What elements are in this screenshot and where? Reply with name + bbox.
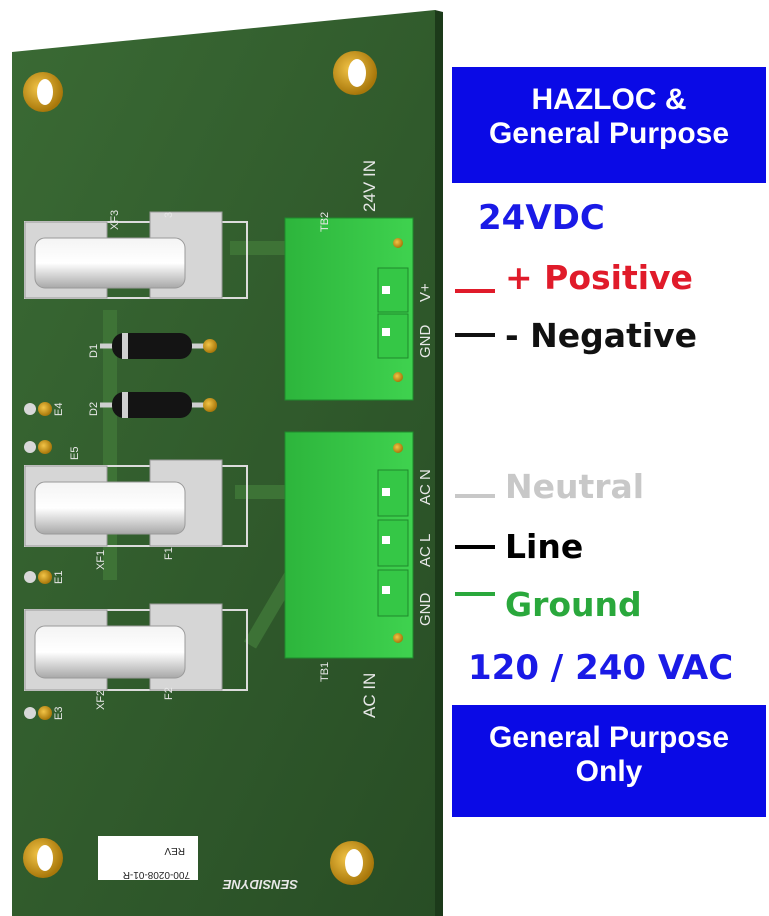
line-label: Line bbox=[505, 527, 584, 566]
silk-xf1: XF1 bbox=[95, 550, 107, 570]
test-point-e5 bbox=[24, 440, 52, 454]
test-point-e3 bbox=[24, 706, 52, 720]
silk-tb2: TB2 bbox=[319, 212, 331, 232]
terminal-block-tb2 bbox=[284, 217, 414, 401]
negative-label: - Negative bbox=[505, 316, 698, 355]
silk-e5: E5 bbox=[69, 447, 81, 460]
part-number-label bbox=[98, 836, 198, 880]
mounting-hole bbox=[23, 72, 63, 112]
silk-ac-in: AC IN bbox=[360, 673, 379, 718]
hazloc-box-line1: HAZLOC & bbox=[531, 83, 687, 116]
general-purpose-box-line1: General Purpose bbox=[488, 721, 730, 754]
silk-e4: E4 bbox=[53, 403, 65, 416]
neutral-wire-swatch bbox=[455, 493, 495, 498]
pcb-edge bbox=[435, 10, 443, 916]
silk-d1: D1 bbox=[88, 344, 100, 358]
terminal-block-tb1 bbox=[284, 431, 414, 659]
legend-neutral: Neutral bbox=[455, 467, 644, 506]
diode-d1 bbox=[100, 333, 217, 359]
label-rev: REV bbox=[164, 845, 185, 856]
positive-label: + Positive bbox=[505, 258, 693, 297]
fuse-holder-xf1 bbox=[24, 459, 248, 547]
silk-ac-l: AC L bbox=[417, 534, 434, 567]
legend-line: Line bbox=[455, 527, 583, 566]
ground-label: Ground bbox=[505, 585, 642, 624]
dc-section-title: 24VDC bbox=[478, 198, 605, 238]
silk-f2: F2 bbox=[163, 687, 175, 700]
silk-tb1: TB1 bbox=[319, 662, 331, 682]
silk-brand: SENSIDYNE bbox=[223, 877, 298, 892]
positive-wire-swatch bbox=[455, 288, 495, 293]
silk-f1: F1 bbox=[163, 547, 175, 560]
silk-gnd-dc: GND bbox=[417, 325, 434, 359]
negative-wire-swatch bbox=[455, 332, 495, 337]
silk-ac-n: AC N bbox=[417, 469, 434, 505]
mounting-hole bbox=[330, 841, 374, 885]
mounting-hole bbox=[23, 838, 63, 878]
test-point-e4 bbox=[24, 402, 52, 416]
general-purpose-box: General Purpose Only bbox=[452, 705, 766, 817]
silk-d2: D2 bbox=[88, 402, 100, 416]
ac-section-title: 120 / 240 VAC bbox=[468, 648, 734, 688]
diode-d2 bbox=[100, 392, 217, 418]
silk-v-plus: V+ bbox=[417, 283, 434, 302]
general-purpose-box-line2: Only bbox=[575, 755, 643, 788]
mounting-hole bbox=[333, 51, 377, 95]
fuse-holder-xf2 bbox=[24, 603, 248, 691]
test-point-e1 bbox=[24, 570, 52, 584]
hazloc-box-line2: General Purpose bbox=[488, 117, 730, 150]
pcb-traces bbox=[103, 241, 307, 649]
legend-negative: - Negative bbox=[455, 316, 697, 355]
fuse-holder-xf3 bbox=[24, 211, 248, 299]
label-part-number: 700-0208-01-R bbox=[123, 869, 190, 880]
ground-wire-swatch bbox=[455, 591, 495, 596]
neutral-label: Neutral bbox=[505, 467, 645, 506]
silk-e1: E1 bbox=[53, 571, 65, 584]
hazloc-box: HAZLOC & General Purpose bbox=[452, 67, 766, 183]
silk-gnd-ac: GND bbox=[417, 593, 434, 627]
silk-f3: 3 bbox=[163, 212, 175, 218]
silk-24v-in: 24V IN bbox=[360, 160, 379, 212]
silk-xf2: XF2 bbox=[95, 690, 107, 710]
silk-e3: E3 bbox=[53, 707, 65, 720]
legend-positive: + Positive bbox=[455, 258, 693, 297]
silk-xf3: XF3 bbox=[109, 210, 121, 230]
legend-ground: Ground bbox=[455, 585, 642, 624]
line-wire-swatch bbox=[455, 544, 495, 549]
